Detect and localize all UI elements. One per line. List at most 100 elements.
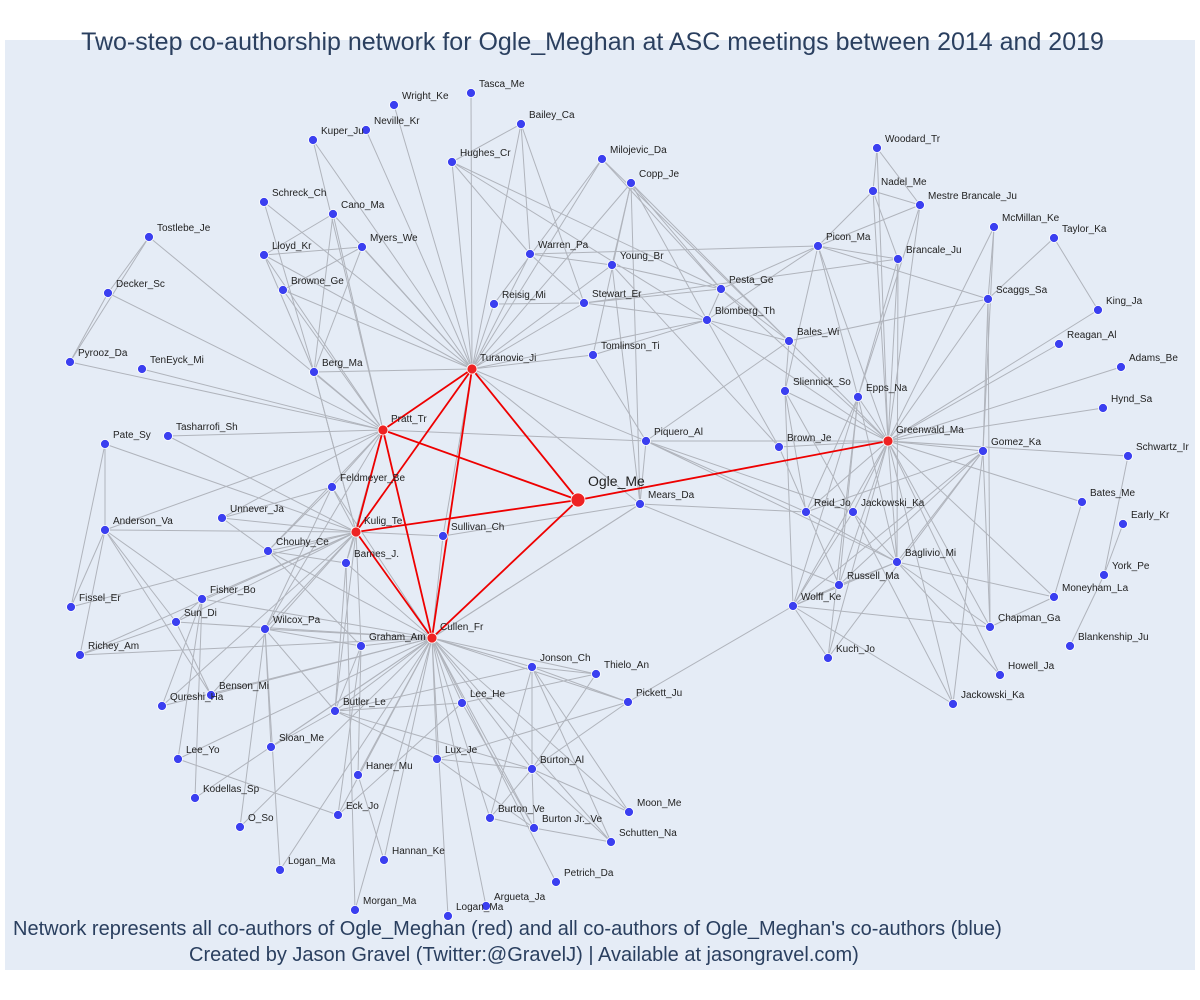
coauthor-node[interactable]	[623, 697, 633, 707]
direct-coauthor-node[interactable]	[426, 632, 438, 644]
coauthor-node[interactable]	[278, 285, 288, 295]
coauthor-node[interactable]	[579, 298, 589, 308]
coauthor-node[interactable]	[328, 209, 338, 219]
coauthor-node[interactable]	[275, 865, 285, 875]
coauthor-node[interactable]	[190, 793, 200, 803]
coauthor-node[interactable]	[263, 546, 273, 556]
coauthor-node[interactable]	[197, 594, 207, 604]
coauthor-node[interactable]	[171, 617, 181, 627]
coauthor-node[interactable]	[872, 143, 882, 153]
direct-coauthor-node[interactable]	[377, 424, 389, 436]
coauthor-node[interactable]	[527, 662, 537, 672]
coauthor-node[interactable]	[525, 249, 535, 259]
coauthor-node[interactable]	[137, 364, 147, 374]
coauthor-node[interactable]	[235, 822, 245, 832]
coauthor-node[interactable]	[834, 580, 844, 590]
coauthor-node[interactable]	[1123, 451, 1133, 461]
coauthor-node[interactable]	[100, 525, 110, 535]
direct-coauthor-node[interactable]	[882, 435, 894, 447]
coauthor-node[interactable]	[813, 241, 823, 251]
coauthor-node[interactable]	[350, 905, 360, 915]
coauthor-node[interactable]	[361, 125, 371, 135]
coauthor-node[interactable]	[892, 557, 902, 567]
coauthor-node[interactable]	[597, 154, 607, 164]
coauthor-node[interactable]	[1098, 403, 1108, 413]
coauthor-node[interactable]	[353, 770, 363, 780]
coauthor-node[interactable]	[989, 222, 999, 232]
coauthor-node[interactable]	[103, 288, 113, 298]
coauthor-node[interactable]	[65, 357, 75, 367]
coauthor-node[interactable]	[624, 807, 634, 817]
coauthor-node[interactable]	[489, 299, 499, 309]
coauthor-node[interactable]	[259, 197, 269, 207]
coauthor-node[interactable]	[606, 837, 616, 847]
coauthor-node[interactable]	[1093, 305, 1103, 315]
coauthor-node[interactable]	[163, 431, 173, 441]
coauthor-node[interactable]	[529, 823, 539, 833]
coauthor-node[interactable]	[443, 911, 453, 921]
coauthor-node[interactable]	[626, 178, 636, 188]
coauthor-node[interactable]	[1049, 233, 1059, 243]
coauthor-node[interactable]	[447, 157, 457, 167]
coauthor-node[interactable]	[432, 754, 442, 764]
coauthor-node[interactable]	[481, 901, 491, 911]
coauthor-node[interactable]	[259, 250, 269, 260]
coauthor-node[interactable]	[1054, 339, 1064, 349]
coauthor-node[interactable]	[206, 690, 216, 700]
coauthor-node[interactable]	[1118, 519, 1128, 529]
coauthor-node[interactable]	[995, 670, 1005, 680]
coauthor-node[interactable]	[333, 810, 343, 820]
coauthor-node[interactable]	[983, 294, 993, 304]
coauthor-node[interactable]	[379, 855, 389, 865]
coauthor-node[interactable]	[66, 602, 76, 612]
coauthor-node[interactable]	[780, 386, 790, 396]
coauthor-node[interactable]	[466, 88, 476, 98]
coauthor-node[interactable]	[801, 507, 811, 517]
coauthor-node[interactable]	[1077, 497, 1087, 507]
coauthor-node[interactable]	[591, 669, 601, 679]
coauthor-node[interactable]	[588, 350, 598, 360]
coauthor-node[interactable]	[308, 135, 318, 145]
coauthor-node[interactable]	[173, 754, 183, 764]
coauthor-node[interactable]	[551, 877, 561, 887]
coauthor-node[interactable]	[948, 699, 958, 709]
coauthor-node[interactable]	[75, 650, 85, 660]
coauthor-node[interactable]	[1049, 592, 1059, 602]
coauthor-node[interactable]	[341, 558, 351, 568]
coauthor-node[interactable]	[157, 701, 167, 711]
coauthor-node[interactable]	[389, 100, 399, 110]
coauthor-node[interactable]	[457, 698, 467, 708]
coauthor-node[interactable]	[516, 119, 526, 129]
coauthor-node[interactable]	[527, 764, 537, 774]
coauthor-node[interactable]	[330, 706, 340, 716]
coauthor-node[interactable]	[788, 601, 798, 611]
coauthor-node[interactable]	[915, 200, 925, 210]
coauthor-node[interactable]	[356, 641, 366, 651]
coauthor-node[interactable]	[100, 439, 110, 449]
coauthor-node[interactable]	[1099, 570, 1109, 580]
coauthor-node[interactable]	[893, 254, 903, 264]
coauthor-node[interactable]	[607, 260, 617, 270]
coauthor-node[interactable]	[260, 624, 270, 634]
ego-node[interactable]	[570, 492, 586, 508]
coauthor-node[interactable]	[635, 499, 645, 509]
coauthor-node[interactable]	[266, 742, 276, 752]
coauthor-node[interactable]	[978, 446, 988, 456]
coauthor-node[interactable]	[702, 315, 712, 325]
coauthor-node[interactable]	[144, 232, 154, 242]
direct-coauthor-node[interactable]	[466, 363, 478, 375]
coauthor-node[interactable]	[485, 813, 495, 823]
coauthor-node[interactable]	[823, 653, 833, 663]
coauthor-node[interactable]	[1116, 362, 1126, 372]
coauthor-node[interactable]	[784, 336, 794, 346]
direct-coauthor-node[interactable]	[350, 526, 362, 538]
coauthor-node[interactable]	[357, 242, 367, 252]
coauthor-node[interactable]	[217, 513, 227, 523]
coauthor-node[interactable]	[641, 436, 651, 446]
coauthor-node[interactable]	[985, 622, 995, 632]
coauthor-node[interactable]	[309, 367, 319, 377]
coauthor-node[interactable]	[868, 186, 878, 196]
coauthor-node[interactable]	[774, 442, 784, 452]
coauthor-node[interactable]	[716, 284, 726, 294]
coauthor-node[interactable]	[438, 531, 448, 541]
